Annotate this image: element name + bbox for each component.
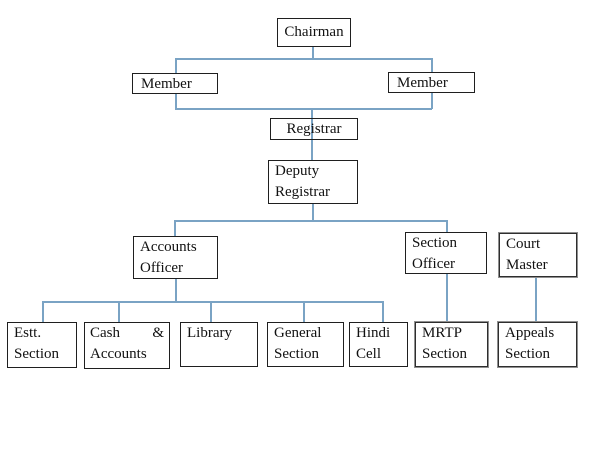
org-node-library: Library <box>180 322 258 367</box>
org-node-mrtp-section: MRTP Section <box>414 321 489 368</box>
org-node-member-left: Member <box>132 73 218 94</box>
connector-cash-accounts-drop <box>118 301 120 322</box>
connector-members-top-rail <box>175 58 432 60</box>
org-node-section-officer: Section Officer <box>405 232 487 274</box>
connector-hindi-cell-drop <box>382 301 384 322</box>
connector-estt-section-drop <box>42 301 44 322</box>
connector-mrtp-section-drop <box>446 274 448 322</box>
connector-registrar-drop <box>311 108 313 160</box>
org-node-cash-accounts: Cash & Accounts <box>84 322 170 369</box>
org-node-court-master: Court Master <box>498 232 578 278</box>
connector-accounts-officer-drop <box>174 220 176 236</box>
org-node-hindi-cell: Hindi Cell <box>349 322 408 367</box>
org-node-general-section: General Section <box>267 322 344 367</box>
org-node-accounts-officer: Accounts Officer <box>133 236 218 279</box>
org-node-estt-section: Estt. Section <box>7 322 77 368</box>
org-node-registrar: Registrar <box>270 118 358 140</box>
connector-accounts-officer-stub <box>175 279 177 301</box>
connector-general-section-drop <box>303 301 305 322</box>
connector-members-bottom-rail <box>175 108 432 110</box>
org-node-member-right: Member <box>388 72 475 93</box>
org-node-appeals-section: Appeals Section <box>497 321 578 368</box>
org-node-chairman: Chairman <box>277 18 351 47</box>
org-node-deputy-registrar: Deputy Registrar <box>268 160 358 204</box>
connector-deputy-registrar-stub <box>312 204 314 220</box>
connector-library-drop <box>210 301 212 322</box>
connector-appeals-section-drop <box>535 277 537 322</box>
connector-section-officer-drop <box>446 220 448 232</box>
connector-chairman-stub <box>312 47 314 58</box>
connector-sections-rail <box>42 301 383 303</box>
connector-officers-rail <box>174 220 447 222</box>
